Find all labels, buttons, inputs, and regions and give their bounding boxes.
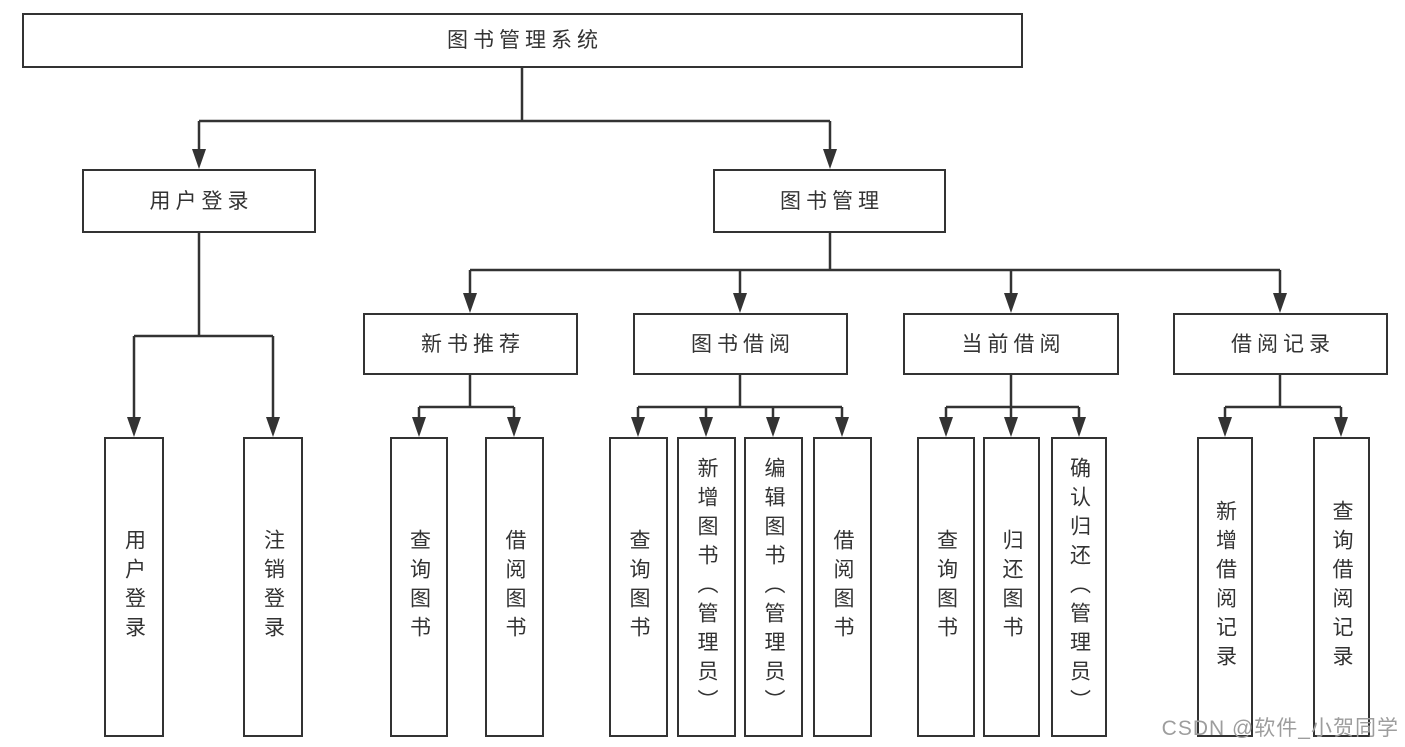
node-leaf-logout: 注销登录 [243,437,303,737]
arrowhead-query-books-1 [412,417,426,437]
node-new-book-recommendation: 新书推荐 [363,313,578,375]
node-leaf-query-books-1: 查询图书 [390,437,448,737]
node-leaf-borrow-books-2: 借阅图书 [813,437,872,737]
csdn-watermark: CSDN @软件_小贺同学 [1161,717,1399,740]
arrowhead-new-book-recommendation [463,293,477,313]
node-new-book-recommendation-label: 新书推荐 [421,332,525,356]
arrowhead-user-login [192,149,206,169]
arrowhead-borrow-books-2 [835,417,849,437]
node-current-borrowing-label: 当前借阅 [961,332,1066,356]
arrowhead-borrow-books-1 [507,417,521,437]
node-leaf-user-login-label: 用户登录 [122,529,146,645]
node-leaf-logout-label: 注销登录 [261,529,285,645]
connector-current-borrowing-children [944,375,1081,421]
node-leaf-add-borrow-record-label: 新增借阅记录 [1213,500,1237,674]
arrowhead-logout-leaf [266,417,280,437]
node-leaf-confirm-return-admin: 确认归还（管理员） [1051,437,1107,737]
node-library-management-system-label: 图书管理系统 [447,29,603,52]
node-library-management-system: 图书管理系统 [22,13,1023,68]
arrowhead-user-login-leaf [127,417,141,437]
node-leaf-confirm-return-admin-label: 确认归还（管理员） [1067,456,1091,718]
node-leaf-borrow-books-2-label: 借阅图书 [831,529,854,645]
node-book-borrowing-label: 图书借阅 [691,332,795,356]
arrowhead-add-borrow-record [1218,417,1232,437]
node-borrowing-records-label: 借阅记录 [1231,332,1335,356]
node-leaf-query-borrow-record-label: 查询借阅记录 [1330,500,1353,674]
node-leaf-query-books-3: 查询图书 [917,437,975,737]
arrowhead-query-borrow-record [1334,417,1348,437]
arrowhead-edit-books [766,417,780,437]
node-book-borrowing: 图书借阅 [633,313,848,375]
node-leaf-return-books: 归还图书 [983,437,1040,737]
connector-user-login-children [132,233,275,421]
connector-root-to-level2 [197,68,832,153]
node-leaf-add-borrow-record: 新增借阅记录 [1197,437,1253,737]
node-leaf-add-books-admin: 新增图书（管理员） [677,437,736,737]
node-leaf-borrow-books-1-label: 借阅图书 [503,529,526,645]
node-leaf-edit-books-admin: 编辑图书（管理员） [744,437,803,737]
node-user-login: 用户登录 [82,169,316,233]
node-book-management: 图书管理 [713,169,946,233]
node-borrowing-records: 借阅记录 [1173,313,1388,375]
node-leaf-query-books-3-label: 查询图书 [934,529,958,645]
node-leaf-query-books-2-label: 查询图书 [627,529,650,645]
node-book-management-label: 图书管理 [780,189,884,213]
arrowhead-add-books [699,417,713,437]
node-leaf-return-books-label: 归还图书 [1000,529,1023,645]
connector-new-book-recommendation-children [417,375,516,421]
connector-book-management-children [468,233,1282,297]
arrowhead-book-management [823,149,837,169]
connector-book-borrowing-children [636,375,844,421]
node-leaf-query-borrow-record: 查询借阅记录 [1313,437,1370,737]
node-leaf-edit-books-admin-label: 编辑图书（管理员） [762,456,785,718]
arrowhead-borrowing-records [1273,293,1287,313]
node-leaf-add-books-admin-label: 新增图书（管理员） [695,456,718,718]
node-current-borrowing: 当前借阅 [903,313,1119,375]
node-leaf-query-books-2: 查询图书 [609,437,668,737]
node-leaf-query-books-1-label: 查询图书 [407,529,431,645]
node-leaf-user-login: 用户登录 [104,437,164,737]
node-user-login-label: 用户登录 [149,189,254,213]
connector-borrowing-records-children [1223,375,1343,421]
arrowhead-query-books-3 [939,417,953,437]
arrowhead-current-borrowing [1004,293,1018,313]
node-leaf-borrow-books-1: 借阅图书 [485,437,544,737]
arrowhead-confirm-return [1072,417,1086,437]
arrowhead-book-borrowing [733,293,747,313]
arrowhead-return-books [1004,417,1018,437]
arrowhead-query-books-2 [631,417,645,437]
